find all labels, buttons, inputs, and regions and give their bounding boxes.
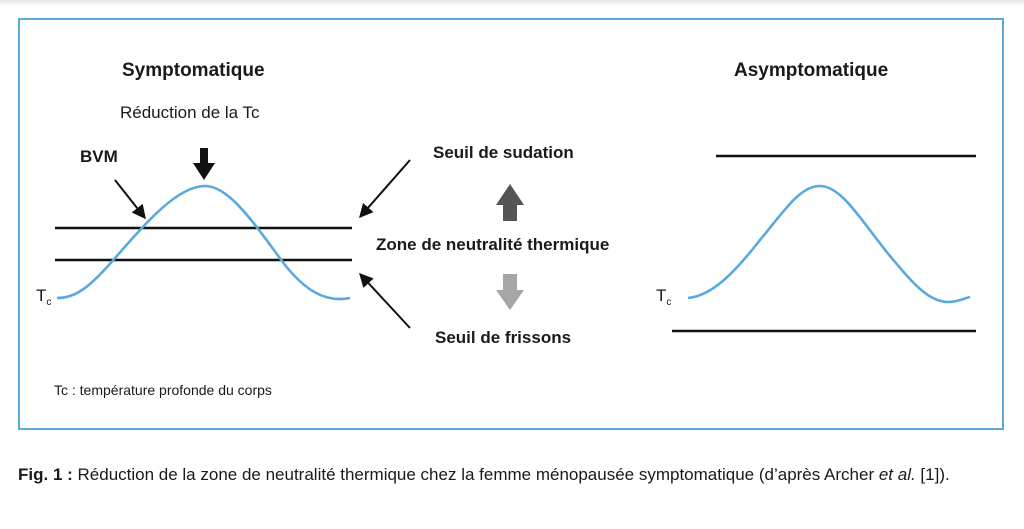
- left-tc-curve: [56, 184, 351, 301]
- reduction-label: Réduction de la Tc: [120, 103, 260, 122]
- left-tc-label: Tc: [36, 286, 52, 308]
- shiver-threshold-label: Seuil de frissons: [435, 328, 572, 347]
- figure-frame: [18, 18, 1004, 430]
- right-tc-label: Tc: [656, 286, 672, 308]
- caption-text: Réduction de la zone de neutralité therm…: [72, 465, 879, 484]
- reduction-arrow-icon: [193, 148, 215, 180]
- caption-reference: [1]).: [915, 465, 950, 484]
- sweat-pointer-arrow: [359, 159, 411, 219]
- bvm-label: BVM: [80, 147, 118, 166]
- caption-label: Fig. 1 :: [18, 465, 73, 484]
- shiver-pointer-arrow: [359, 272, 411, 329]
- tc-definition-note: Tc : température profonde du corps: [54, 382, 272, 398]
- sweat-threshold-label: Seuil de sudation: [433, 143, 574, 162]
- up-arrow-icon: [496, 184, 524, 221]
- figure-caption: Fig. 1 : Réduction de la zone de neutral…: [18, 462, 1006, 487]
- page-top-shadow: [0, 0, 1024, 6]
- caption-italic: et al.: [878, 465, 916, 484]
- down-arrow-icon: [496, 274, 524, 310]
- right-tc-curve: [687, 184, 971, 304]
- neutral-zone-label: Zone de neutralité thermique: [376, 235, 610, 254]
- asymptomatic-title: Asymptomatique: [734, 60, 889, 81]
- symptomatic-title: Symptomatique: [122, 60, 265, 81]
- bvm-pointer-arrow: [114, 179, 146, 220]
